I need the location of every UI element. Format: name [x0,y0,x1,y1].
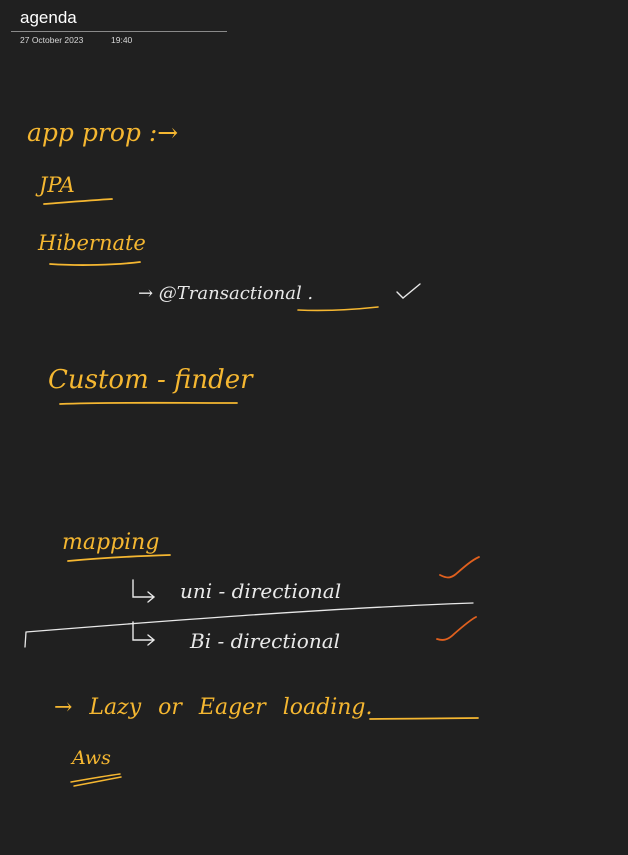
note-lazy-eager: → Lazy or Eager loading. [54,695,372,720]
note-bi-directional: Bi - directional [189,629,340,653]
arrow-uni [132,579,156,603]
underline-mapping [67,554,171,562]
note-aws: Aws [70,747,111,769]
underline-transactional [297,306,379,312]
underline-hibernate [49,261,141,266]
note-jpa: JPA [35,173,75,197]
underline-loading [369,717,479,720]
underline-jpa [43,198,113,205]
note-app-prop: app prop :→ [27,118,178,147]
page-time: 19:40 [111,35,133,45]
note-mapping: mapping [62,530,159,555]
check-uni [439,556,480,579]
page-title[interactable]: agenda [11,6,227,32]
page-date: 27 October 2023 [20,35,84,45]
underline-aws [70,773,122,787]
underline-custom-finder [59,401,238,405]
tick-transactional [396,283,421,299]
arrow-bi [132,621,156,646]
note-transactional: → @Transactional . [138,283,313,304]
note-hibernate: Hibernate [37,231,146,255]
page-header: agenda 27 October 2023 19:40 [11,6,227,48]
note-uni-directional: uni - directional [180,579,341,603]
page-meta: 27 October 2023 19:40 [11,32,227,48]
note-custom-finder: Custom - finder [48,365,254,395]
check-bi [436,616,477,641]
divider-line [24,602,474,648]
